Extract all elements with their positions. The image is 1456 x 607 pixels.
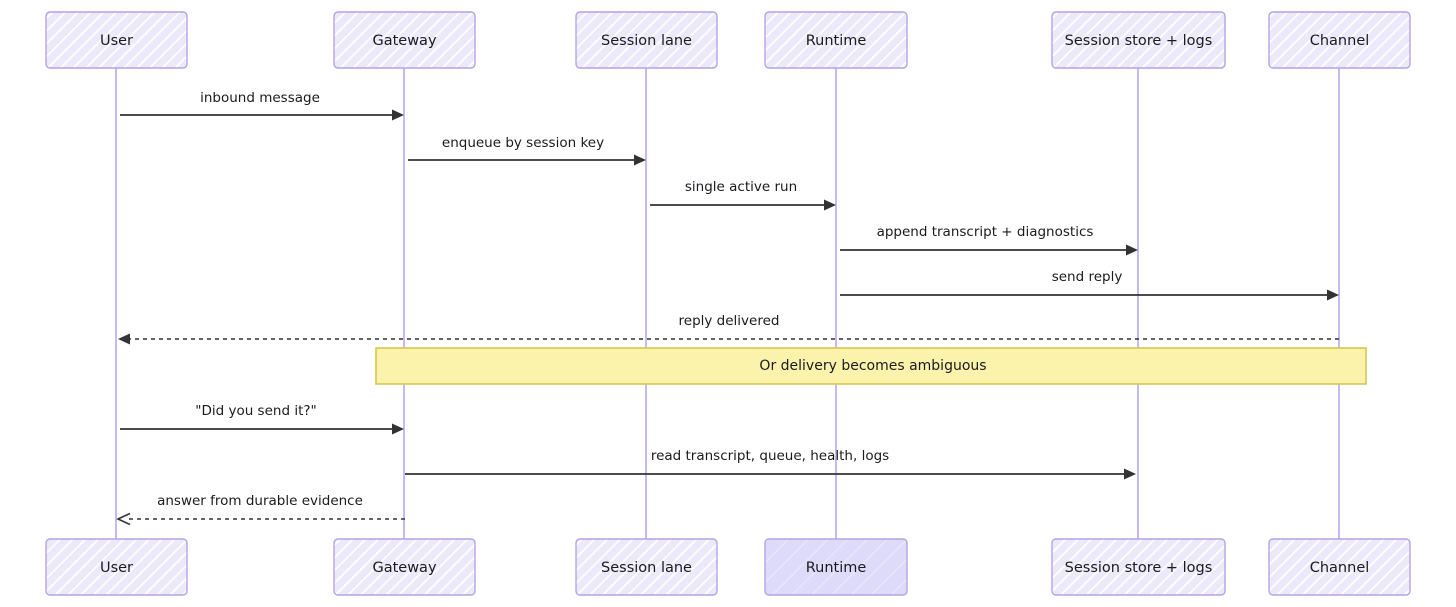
- message-m9: answer from durable evidence: [116, 493, 405, 526]
- participant-box: [575, 538, 718, 596]
- participant-bottom-session_lane[interactable]: Session lane: [575, 538, 718, 596]
- participant-label: Session store + logs: [1065, 33, 1213, 49]
- message-label: append transcript + diagnostics: [877, 224, 1094, 240]
- participant-label: User: [100, 33, 133, 49]
- message-label: read transcript, queue, health, logs: [651, 448, 889, 464]
- arrowhead-filled-icon: [118, 333, 130, 345]
- message-m4: append transcript + diagnostics: [840, 224, 1138, 256]
- notes-group: Or delivery becomes ambiguous: [375, 347, 1367, 385]
- arrowhead-open-icon: [116, 512, 131, 526]
- arrowhead-filled-icon: [392, 423, 404, 435]
- participant-label: Channel: [1310, 33, 1370, 49]
- note-n1: Or delivery becomes ambiguous: [375, 347, 1367, 385]
- participant-label: Runtime: [806, 33, 867, 49]
- message-label: answer from durable evidence: [157, 493, 363, 509]
- message-m3: single active run: [650, 179, 836, 211]
- participant-bottom-channel[interactable]: Channel: [1268, 538, 1411, 596]
- participant-box: [1051, 538, 1226, 596]
- participant-top-channel[interactable]: Channel: [1268, 11, 1411, 69]
- participant-box: [45, 11, 188, 69]
- message-m5: send reply: [840, 269, 1339, 301]
- arrowhead-filled-icon: [824, 199, 836, 211]
- participant-box: [1268, 11, 1411, 69]
- participant-top-session_lane[interactable]: Session lane: [575, 11, 718, 69]
- arrowhead-filled-icon: [1327, 289, 1339, 301]
- arrowhead-filled-icon: [1124, 468, 1136, 480]
- participant-label: Channel: [1310, 560, 1370, 576]
- message-label: inbound message: [200, 90, 320, 106]
- message-label: send reply: [1052, 269, 1123, 285]
- participant-label: Session lane: [601, 560, 692, 576]
- participant-label: Runtime: [806, 560, 867, 576]
- participant-top-runtime[interactable]: Runtime: [764, 11, 908, 69]
- message-m8: read transcript, queue, health, logs: [405, 448, 1136, 480]
- messages-group: inbound message enqueue by session key sin…: [116, 90, 1339, 526]
- participant-box: [575, 11, 718, 69]
- participant-bottom-user[interactable]: User: [45, 538, 188, 596]
- note-box: [375, 347, 1367, 385]
- participant-top-session_store[interactable]: Session store + logs: [1051, 11, 1226, 69]
- participant-label: Session store + logs: [1065, 560, 1213, 576]
- participant-box: [1051, 11, 1226, 69]
- message-label: reply delivered: [679, 313, 780, 329]
- message-m2: enqueue by session key: [408, 135, 646, 166]
- lifelines-group: [115, 68, 1340, 539]
- participant-label: Session lane: [601, 33, 692, 49]
- message-label: single active run: [685, 179, 797, 195]
- note-label: Or delivery becomes ambiguous: [759, 358, 986, 374]
- participant-box: [45, 538, 188, 596]
- participant-box: [764, 11, 908, 69]
- participant-box: [333, 11, 476, 69]
- arrowhead-filled-icon: [634, 154, 646, 166]
- message-label: enqueue by session key: [442, 135, 604, 151]
- participant-box: [764, 538, 908, 596]
- participant-top-gateway[interactable]: Gateway: [333, 11, 476, 69]
- message-m1: inbound message: [120, 90, 404, 121]
- arrowhead-filled-icon: [392, 109, 404, 121]
- participant-label: Gateway: [372, 33, 436, 49]
- participant-top-user[interactable]: User: [45, 11, 188, 69]
- participant-bottom-gateway[interactable]: Gateway: [333, 538, 476, 596]
- participant-box: [1268, 538, 1411, 596]
- message-m7: "Did you send it?": [120, 403, 404, 435]
- participant-bottom-session_store[interactable]: Session store + logs: [1051, 538, 1226, 596]
- participant-bottom-runtime[interactable]: Runtime: [764, 538, 908, 596]
- message-label: "Did you send it?": [195, 403, 317, 419]
- message-m6: reply delivered: [118, 313, 1339, 345]
- participant-label: User: [100, 560, 133, 576]
- arrowhead-filled-icon: [1126, 244, 1138, 256]
- participant-label: Gateway: [372, 560, 436, 576]
- participant-box: [333, 538, 476, 596]
